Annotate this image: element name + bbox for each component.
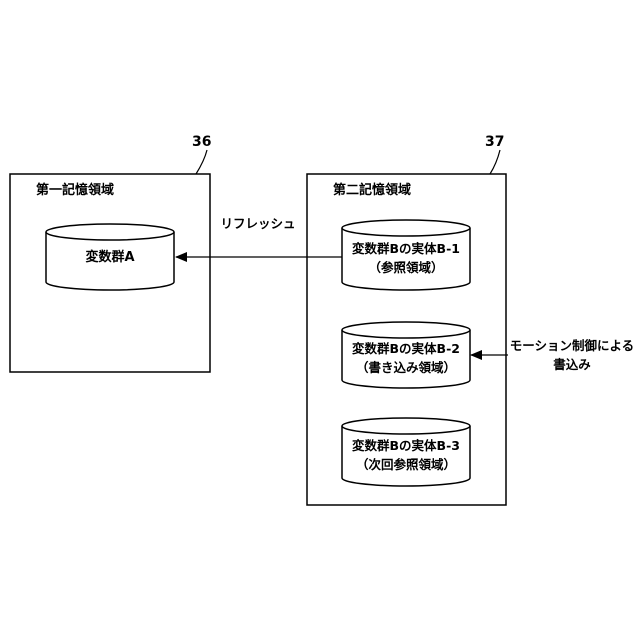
cylinder-entity-b3: 変数群Bの実体B-3 （次回参照領域） xyxy=(342,418,470,486)
cylinder-b1-name: 変数群Bの実体B-1 xyxy=(352,241,460,256)
cylinder-variable-group-a: 変数群A xyxy=(46,224,174,290)
ref-number-37: 37 xyxy=(485,134,504,150)
refresh-arrow: リフレッシュ xyxy=(176,216,342,257)
second-memory-title: 第二記憶領域 xyxy=(333,182,411,198)
first-memory-area: 36 第一記憶領域 変数群A xyxy=(10,134,211,372)
refresh-label: リフレッシュ xyxy=(220,216,295,231)
first-memory-title: 第一記憶領域 xyxy=(36,182,114,198)
cylinder-entity-b2: 変数群Bの実体B-2 （書き込み領域） xyxy=(342,322,470,388)
cylinder-b1-role: （参照領域） xyxy=(368,260,443,275)
motion-write-label-line1: モーション制御による xyxy=(510,338,634,353)
ref-leader-37 xyxy=(490,150,500,174)
motion-write-arrow: モーション制御による 書込み xyxy=(471,338,634,372)
cylinder-b2-name: 変数群Bの実体B-2 xyxy=(352,341,460,356)
ref-number-36: 36 xyxy=(192,134,211,150)
cylinder-b3-role: （次回参照領域） xyxy=(356,457,456,472)
cylinder-entity-b1: 変数群Bの実体B-1 （参照領域） xyxy=(342,220,470,290)
motion-write-label-line2: 書込み xyxy=(553,357,591,372)
ref-leader-36 xyxy=(196,150,207,174)
cylinder-b3-name: 変数群Bの実体B-3 xyxy=(352,438,460,453)
cylinder-b2-role: （書き込み領域） xyxy=(356,360,456,375)
cylinder-label-a: 変数群A xyxy=(85,249,134,265)
second-memory-area: 37 第二記憶領域 変数群Bの実体B-1 （参照領域） 変数群Bの実体B-2 （… xyxy=(307,134,506,505)
